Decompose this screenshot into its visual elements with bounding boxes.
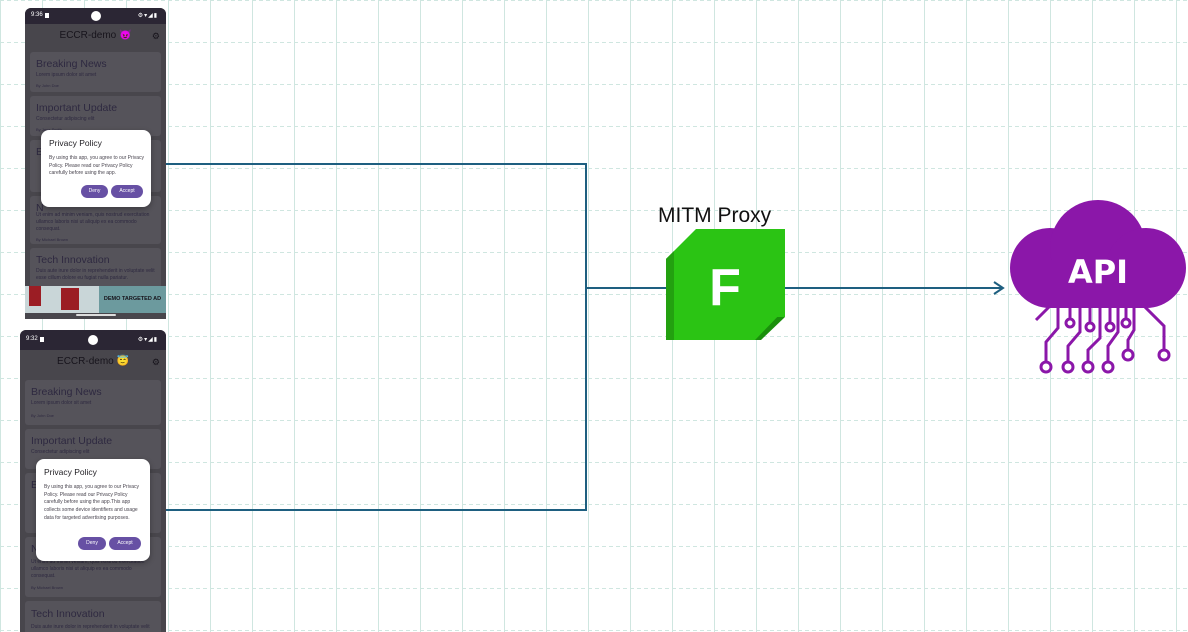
status-icons: ⚙▾◢▮ bbox=[137, 13, 158, 19]
card-author: By John Doe bbox=[31, 413, 54, 418]
phone-screenshot-bottom: 9:32 ⚙▾◢▮ ECCR-demo 😇 ⚙ Breaking News Lo… bbox=[20, 330, 166, 632]
card-title: N bbox=[31, 543, 39, 555]
card-subtitle: Ut enim ad minim veniam, quis nostrud ex… bbox=[36, 212, 150, 232]
gear-icon[interactable]: ⚙ bbox=[151, 31, 160, 41]
api-cloud-icon: API bbox=[1010, 200, 1186, 374]
card-title: Tech Innovation bbox=[36, 254, 110, 266]
status-bar: 9:36 ⚙▾◢▮ bbox=[25, 8, 166, 24]
card-title: Tech Innovation bbox=[31, 608, 105, 620]
ad-image bbox=[25, 286, 99, 313]
status-time: 9:32 bbox=[26, 336, 38, 342]
sim-icon bbox=[45, 13, 49, 18]
news-card[interactable]: Important Update Consectetur adipiscing … bbox=[30, 96, 161, 136]
status-bar: 9:32 ⚙▾◢▮ bbox=[20, 330, 166, 350]
camera-icon bbox=[88, 335, 98, 345]
card-author: By Michael Brown bbox=[31, 585, 64, 590]
phone-screenshot-top: 9:36 ⚙▾◢▮ ECCR-demo 😈 ⚙ Breaking News Lo… bbox=[25, 8, 166, 319]
connector-bottom-phone bbox=[166, 288, 587, 511]
dialog-title: Privacy Policy bbox=[49, 138, 102, 148]
mitm-proxy-label: MITM Proxy bbox=[658, 204, 772, 227]
sim-icon bbox=[40, 337, 44, 342]
deny-button[interactable]: Deny bbox=[78, 537, 106, 550]
card-title: E bbox=[36, 146, 44, 158]
gear-icon[interactable]: ⚙ bbox=[151, 357, 160, 367]
card-title: E bbox=[31, 479, 39, 491]
arrow-head bbox=[993, 281, 1005, 295]
card-title: Important Update bbox=[31, 435, 113, 447]
card-author: By Jane Smith bbox=[36, 127, 62, 132]
app-title: ECCR-demo 😇 bbox=[57, 356, 129, 367]
dialog-body: By using this app, you agree to our Priv… bbox=[44, 484, 140, 521]
card-author: By Michael Brown bbox=[36, 237, 69, 242]
card-subtitle: Consectetur adipiscing elit bbox=[36, 116, 95, 122]
accept-button[interactable]: Accept bbox=[111, 185, 143, 198]
card-title: Breaking News bbox=[31, 386, 102, 398]
card-author: By John Doe bbox=[36, 83, 59, 88]
privacy-dialog: Privacy Policy By using this app, you ag… bbox=[41, 130, 151, 207]
accept-button[interactable]: Accept bbox=[109, 537, 141, 550]
app-title: ECCR-demo 😈 bbox=[59, 30, 132, 41]
status-icons: ⚙▾◢▮ bbox=[137, 337, 158, 343]
privacy-dialog: Privacy Policy By using this app, you ag… bbox=[36, 459, 150, 561]
card-subtitle: Duis aute irure dolor in reprehenderit i… bbox=[31, 624, 150, 630]
nav-handle[interactable] bbox=[75, 314, 116, 316]
dialog-body: By using this app, you agree to our Priv… bbox=[49, 155, 145, 177]
targeted-ad-banner[interactable]: DEMO TARGETED AD bbox=[25, 286, 166, 313]
api-label: API bbox=[1068, 253, 1128, 291]
card-title: N bbox=[36, 202, 44, 214]
proxy-logo-letter: F bbox=[709, 259, 741, 317]
camera-icon bbox=[90, 11, 101, 21]
card-title: Important Update bbox=[36, 102, 118, 114]
card-subtitle: Lorem ipsum dolor sit amet bbox=[36, 72, 97, 78]
app-bar: ECCR-demo 😈 ⚙ bbox=[25, 24, 166, 48]
card-subtitle: Consectetur adipiscing elit bbox=[31, 449, 90, 455]
card-subtitle: Lorem ipsum dolor sit amet bbox=[31, 400, 92, 406]
dialog-title: Privacy Policy bbox=[44, 467, 97, 477]
news-card[interactable]: Breaking News Lorem ipsum dolor sit amet… bbox=[30, 52, 161, 92]
news-card[interactable]: Tech Innovation Duis aute irure dolor in… bbox=[30, 248, 161, 288]
news-card[interactable]: Tech Innovation Duis aute irure dolor in… bbox=[25, 601, 161, 632]
deny-button[interactable]: Deny bbox=[81, 185, 108, 198]
connector-top-phone bbox=[166, 163, 667, 289]
card-subtitle: Ut enim ad minim veniam, quis nostrud ex… bbox=[31, 559, 145, 579]
card-subtitle: Duis aute irure dolor in reprehenderit i… bbox=[36, 268, 155, 281]
proxy-logo-icon: F bbox=[666, 229, 785, 340]
news-card[interactable]: Breaking News Lorem ipsum dolor sit amet… bbox=[25, 380, 161, 425]
ad-text: DEMO TARGETED AD bbox=[103, 296, 162, 302]
card-title: Breaking News bbox=[36, 58, 107, 70]
status-time: 9:36 bbox=[31, 12, 43, 18]
app-bar: ECCR-demo 😇 ⚙ bbox=[20, 350, 166, 374]
